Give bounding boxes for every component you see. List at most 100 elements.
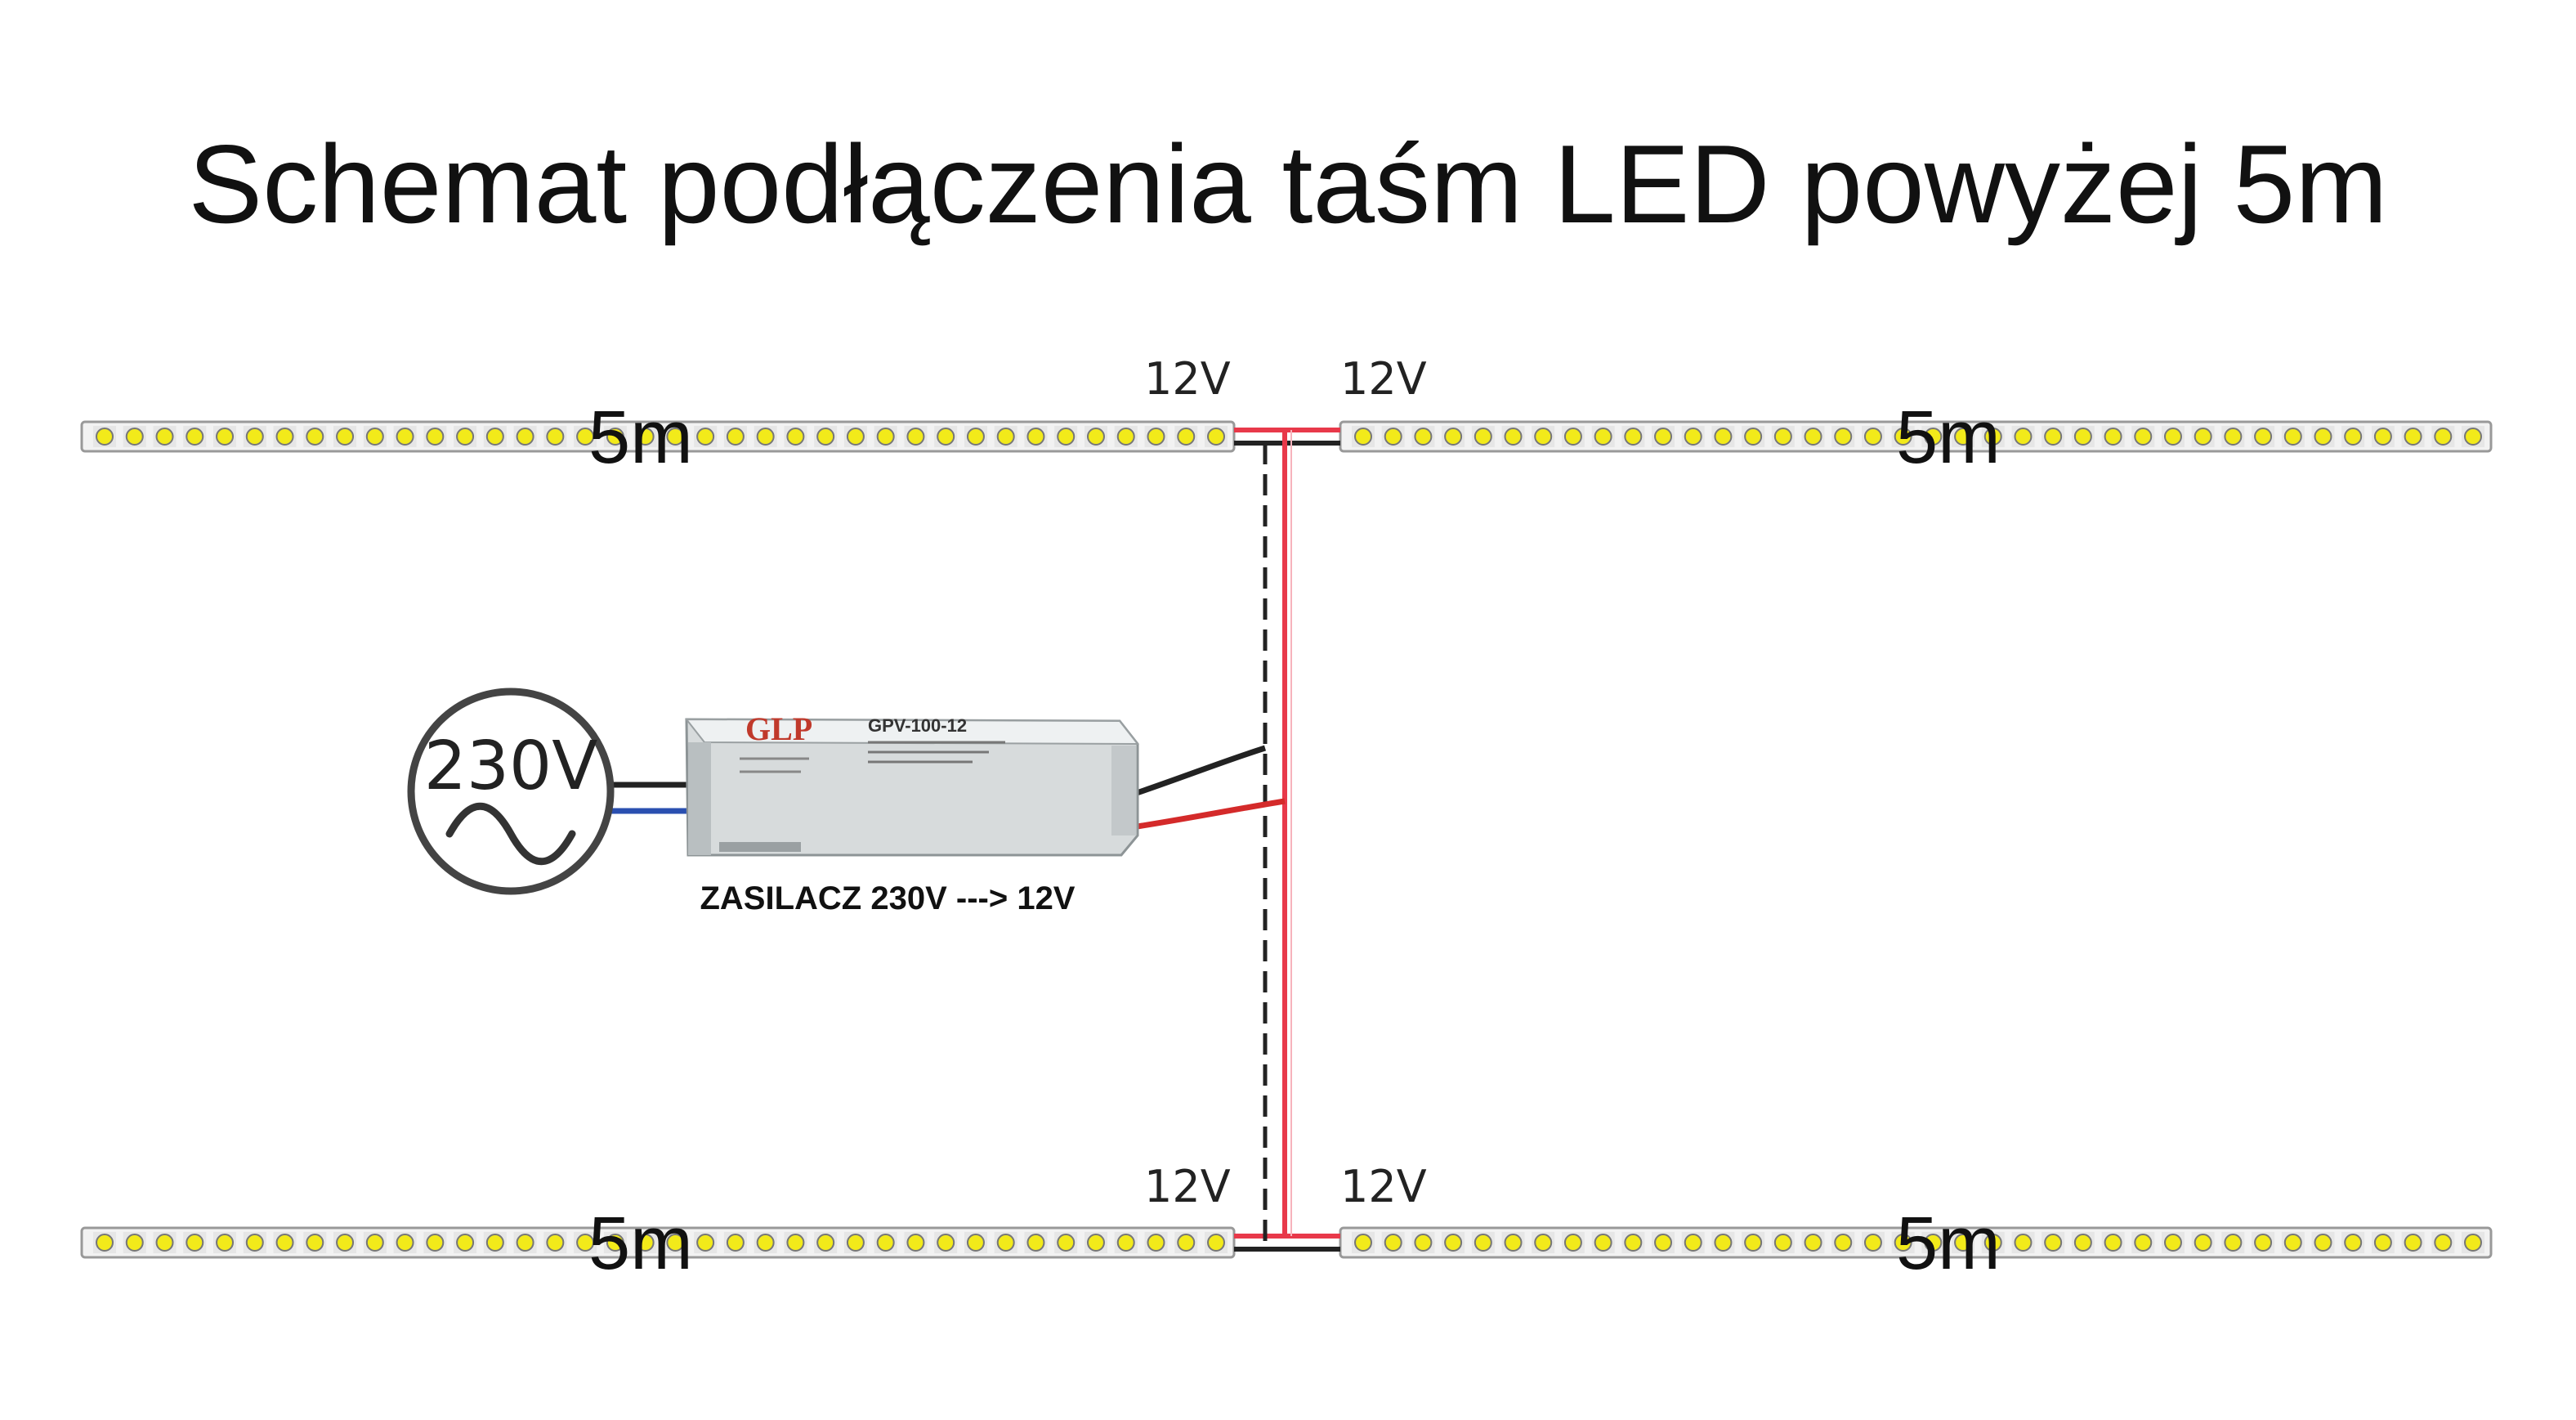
led-bead xyxy=(1563,1234,1582,1252)
led-bead xyxy=(1474,1234,1492,1252)
led-bead xyxy=(426,428,445,446)
led-bead xyxy=(2194,1234,2212,1252)
strip-length-label: 5m xyxy=(1896,1202,2001,1285)
led-bead xyxy=(155,428,174,446)
led-bead xyxy=(1654,428,1673,446)
led-bead xyxy=(937,428,955,446)
led-strip-bottom-right xyxy=(1339,1226,2493,1259)
led-bead xyxy=(2464,1234,2482,1252)
led-bead xyxy=(1954,1234,1973,1252)
led-bead xyxy=(1744,428,1763,446)
led-bead xyxy=(726,428,745,446)
led-bead xyxy=(275,1234,294,1252)
led-bead xyxy=(2404,1234,2422,1252)
led-bead xyxy=(1983,428,2002,446)
led-bead xyxy=(306,1234,324,1252)
led-bead xyxy=(1534,1234,1553,1252)
led-bead xyxy=(336,1234,355,1252)
led-bead xyxy=(666,428,685,446)
led-bead xyxy=(1504,1234,1523,1252)
led-bead xyxy=(2373,1234,2392,1252)
led-row xyxy=(93,1232,1228,1253)
led-bead xyxy=(2254,428,2273,446)
led-bead xyxy=(1534,428,1553,446)
led-bead xyxy=(2104,428,2122,446)
led-bead xyxy=(306,428,324,446)
led-bead xyxy=(2283,428,2302,446)
bottom-junction-wires xyxy=(1234,1234,1340,1252)
led-bead xyxy=(1504,428,1523,446)
led-bead xyxy=(996,1234,1015,1252)
led-bead xyxy=(2344,1234,2363,1252)
led-bead xyxy=(1983,1234,2002,1252)
led-bead xyxy=(1804,428,1822,446)
led-bead xyxy=(1474,428,1492,446)
psu-brand: GLP xyxy=(745,710,812,747)
led-bead xyxy=(606,1234,624,1252)
led-bead xyxy=(546,428,565,446)
led-bead xyxy=(245,1234,264,1252)
led-bead xyxy=(606,428,624,446)
led-bead xyxy=(2283,1234,2302,1252)
strip-voltage-label: 12V xyxy=(1144,353,1231,405)
led-bead xyxy=(1773,428,1792,446)
led-bead xyxy=(2194,428,2212,446)
led-bead xyxy=(2254,1234,2273,1252)
led-bead xyxy=(426,1234,445,1252)
led-bead xyxy=(1863,428,1882,446)
strip-length-label: 5m xyxy=(1896,396,2001,479)
led-bead xyxy=(666,1234,685,1252)
led-bead xyxy=(1057,428,1076,446)
led-bead xyxy=(1624,1234,1643,1252)
psu-model: GPV-100-12 xyxy=(868,715,967,736)
led-bead xyxy=(996,428,1015,446)
led-bead xyxy=(726,1234,745,1252)
led-bead xyxy=(155,1234,174,1252)
led-bead xyxy=(365,1234,384,1252)
led-bead xyxy=(1744,1234,1763,1252)
led-bead xyxy=(756,428,775,446)
led-strip-top-left xyxy=(80,420,1236,453)
led-bead xyxy=(516,428,534,446)
led-bead xyxy=(2404,428,2422,446)
led-bead xyxy=(2163,1234,2182,1252)
led-bead xyxy=(1714,1234,1733,1252)
led-bead xyxy=(2044,1234,2063,1252)
led-bead xyxy=(1207,1234,1225,1252)
led-bead xyxy=(1414,428,1433,446)
led-bead xyxy=(275,428,294,446)
led-bead xyxy=(816,428,835,446)
led-bead xyxy=(876,1234,895,1252)
led-bead xyxy=(186,1234,204,1252)
led-bead xyxy=(396,1234,414,1252)
led-strip-top-right xyxy=(1339,420,2493,453)
led-bead xyxy=(576,428,595,446)
led-bead xyxy=(786,1234,805,1252)
led-bead xyxy=(1414,1234,1433,1252)
led-bead xyxy=(2104,1234,2122,1252)
led-bead xyxy=(906,428,925,446)
led-bead xyxy=(485,1234,504,1252)
led-bead xyxy=(1116,1234,1135,1252)
led-bead xyxy=(1834,1234,1853,1252)
led-row xyxy=(93,426,1228,447)
led-bead xyxy=(2434,428,2453,446)
led-bead xyxy=(1954,428,1973,446)
led-bead xyxy=(216,1234,235,1252)
led-bead xyxy=(365,428,384,446)
led-bead xyxy=(1026,1234,1045,1252)
led-bead xyxy=(846,1234,865,1252)
led-bead xyxy=(2163,428,2182,446)
led-bead xyxy=(696,428,715,446)
led-bead xyxy=(1804,1234,1822,1252)
led-bead xyxy=(2224,428,2243,446)
led-bead xyxy=(456,428,475,446)
led-bead xyxy=(125,428,144,446)
strip-voltage-label: 12V xyxy=(1144,1161,1231,1212)
led-bead xyxy=(937,1234,955,1252)
led-bead xyxy=(786,428,805,446)
led-bead xyxy=(1924,1234,1943,1252)
led-bead xyxy=(96,428,114,446)
led-bead xyxy=(1177,1234,1196,1252)
led-bead xyxy=(1057,1234,1076,1252)
